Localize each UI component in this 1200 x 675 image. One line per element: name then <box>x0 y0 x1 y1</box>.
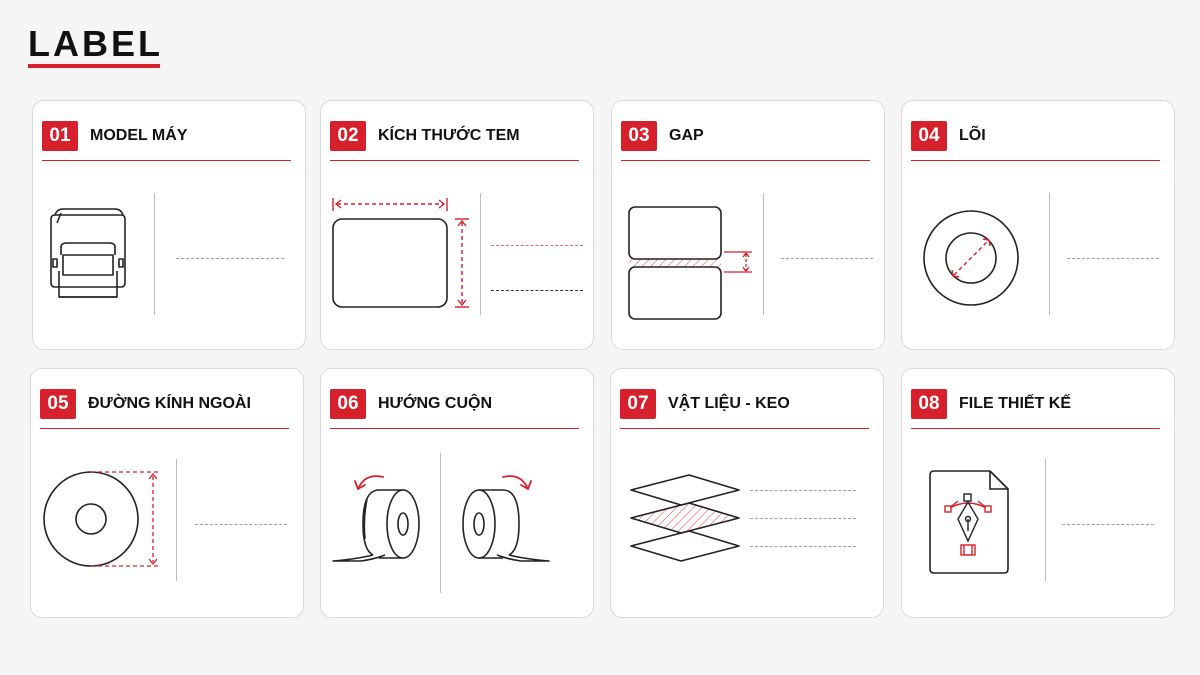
card-number: 05 <box>40 389 76 419</box>
card-number: 02 <box>330 121 366 151</box>
card-title: GAP <box>669 127 704 144</box>
card-header: 03 GAP <box>621 121 870 161</box>
card-file-thiet-ke: 08 FILE THIẾT KẾ <box>901 368 1175 618</box>
card-title: HƯỚNG CUỘN <box>378 395 493 412</box>
card-number: 01 <box>42 121 78 151</box>
separator <box>1049 193 1050 315</box>
label-size-icon <box>332 198 469 308</box>
card-title: LÕI <box>959 127 986 144</box>
card-title: VẬT LIỆU - KEO <box>668 395 790 412</box>
card-title: KÍCH THƯỚC TEM <box>378 127 520 144</box>
adhesive-layer-line <box>750 518 856 519</box>
outer-diameter-icon <box>43 471 159 567</box>
card-number: 07 <box>620 389 656 419</box>
roll-direction-icon <box>332 475 550 562</box>
card-title: FILE THIẾT KẾ <box>959 395 1071 412</box>
card-number: 03 <box>621 121 657 151</box>
logo-text: LABEL <box>28 23 163 64</box>
card-huong-cuon: 06 HƯỚNG CUỘN <box>320 368 594 618</box>
input-line <box>1067 258 1159 259</box>
label-gap-icon <box>628 206 752 320</box>
brand-logo: LABEL <box>28 26 163 70</box>
card-header: 04 LÕI <box>911 121 1160 161</box>
card-title: MODEL MÁY <box>90 127 188 144</box>
card-header: 08 FILE THIẾT KẾ <box>911 389 1160 429</box>
card-vat-lieu-keo: 07 VẬT LIỆU - KEO <box>610 368 884 618</box>
printer-icon <box>50 208 126 298</box>
input-line <box>195 524 287 525</box>
card-duong-kinh-ngoai: 05 ĐƯỜNG KÍNH NGOÀI <box>30 368 304 618</box>
card-header: 05 ĐƯỜNG KÍNH NGOÀI <box>40 389 289 429</box>
card-gap: 03 GAP <box>611 100 885 350</box>
separator <box>440 453 441 593</box>
separator <box>480 193 481 315</box>
card-number: 08 <box>911 389 947 419</box>
card-header: 07 VẬT LIỆU - KEO <box>620 389 869 429</box>
logo-underline <box>28 64 160 68</box>
core-icon <box>923 210 1019 306</box>
card-number: 04 <box>911 121 947 151</box>
card-model-may: 01 MODEL MÁY <box>32 100 306 350</box>
card-header: 01 MODEL MÁY <box>42 121 291 161</box>
input-line <box>781 258 873 259</box>
material-layers-icon <box>630 474 740 562</box>
separator <box>176 459 177 581</box>
input-line <box>176 258 284 259</box>
design-file-icon <box>929 470 1009 574</box>
separator <box>763 193 764 315</box>
card-header: 02 KÍCH THƯỚC TEM <box>330 121 579 161</box>
separator <box>154 193 155 315</box>
input-line <box>1062 524 1154 525</box>
width-input-line <box>491 245 583 246</box>
card-title: ĐƯỜNG KÍNH NGOÀI <box>88 395 251 412</box>
card-loi: 04 LÕI <box>901 100 1175 350</box>
height-input-line <box>491 290 583 291</box>
card-header: 06 HƯỚNG CUỘN <box>330 389 579 429</box>
card-number: 06 <box>330 389 366 419</box>
liner-layer-line <box>750 546 856 547</box>
separator <box>1045 459 1046 581</box>
surface-layer-line <box>750 490 856 491</box>
card-kich-thuoc-tem: 02 KÍCH THƯỚC TEM <box>320 100 594 350</box>
